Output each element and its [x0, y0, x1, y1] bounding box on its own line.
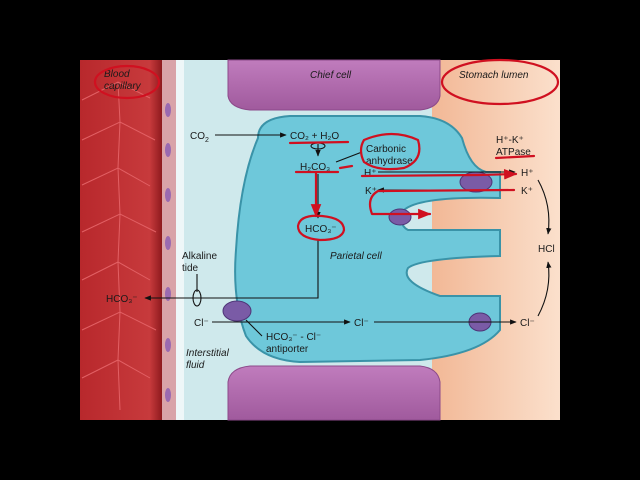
path-k-plus-pump	[368, 188, 516, 220]
co2-left-label: CO2	[190, 131, 209, 144]
antiporter-label-2: antiporter	[266, 344, 309, 355]
atpase-label-1: H⁺-K⁺	[496, 135, 524, 146]
interstitial-fluid-label-2: fluid	[186, 360, 205, 371]
carbonic-anhydrase-label-2: anhydrase	[366, 156, 413, 167]
path-h-plus-pump	[338, 166, 516, 176]
hcl-label: HCl	[538, 244, 555, 255]
cl-left-label: Cl⁻	[194, 318, 209, 329]
k-plus-inner-label: K⁺	[365, 186, 377, 197]
k-plus-lumen-label: K⁺	[521, 186, 533, 197]
alkaline-tide-label-2: tide	[182, 263, 199, 274]
path-h2co3-to-hco3	[294, 170, 340, 216]
cl-mid-label: Cl⁻	[354, 318, 369, 329]
chief-cell-top	[227, 59, 441, 111]
blood-capillary-label-1: Blood	[104, 69, 130, 80]
stomach-lumen-label: Stomach lumen	[459, 70, 529, 81]
h-plus-lumen-label: H⁺	[521, 168, 534, 179]
blood-capillary-label-2: capillary	[104, 81, 142, 92]
parietal-cell-label: Parietal cell	[330, 251, 382, 262]
carbonic-anhydrase-label-1: Carbonic	[366, 144, 406, 155]
capillary-nuclei	[165, 103, 171, 402]
underline-co2	[288, 140, 350, 145]
chief-cell-label: Chief cell	[310, 70, 352, 81]
co2-h2o-label: CO₂ + H₂O	[290, 131, 339, 142]
membrane-pump-mid	[388, 208, 412, 226]
circle-stomach-lumen	[440, 58, 560, 106]
circle-carbonic-anhydrase	[359, 132, 421, 171]
antiporter-protein	[222, 300, 252, 322]
chief-cell-bottom	[227, 365, 441, 421]
blood-capillary	[80, 60, 184, 420]
antiporter-label-1: HCO₃⁻ - Cl⁻	[266, 332, 321, 343]
alkaline-tide-label-1: Alkaline	[182, 251, 217, 262]
cl-lumen-label: Cl⁻	[520, 318, 535, 329]
interstitial-fluid-label-1: Interstitial	[186, 348, 230, 359]
underline-atpase	[494, 154, 536, 160]
h2co3-label: H₂CO₃	[300, 162, 330, 173]
hco3-inner-label: HCO₃⁻	[305, 224, 337, 235]
atpase-label-2: ATPase	[496, 147, 531, 158]
hco3-blood-label: HCO₃⁻	[106, 294, 138, 305]
h-plus-inner-label: H⁺	[364, 168, 377, 179]
circle-blood-capillary	[93, 64, 161, 100]
handwritten-annotations	[93, 58, 560, 242]
alkaline-tide-marker	[192, 289, 202, 307]
